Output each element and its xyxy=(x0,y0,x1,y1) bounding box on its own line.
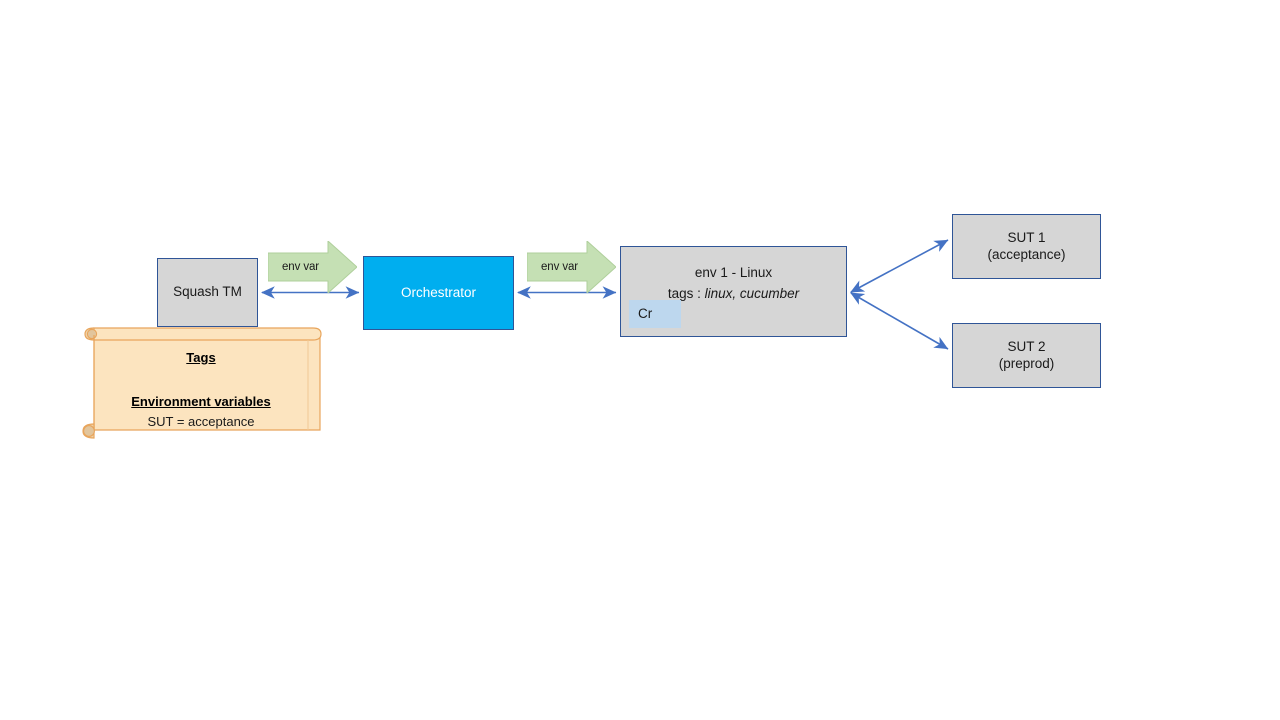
connector-environment-sut1 xyxy=(850,239,949,293)
node-squash-tm-label: Squash TM xyxy=(173,284,242,300)
note-heading-tags: Tags xyxy=(186,350,216,365)
note-scroll-shape xyxy=(82,327,322,439)
block-arrow-env-var-2: env var xyxy=(526,239,617,295)
node-environment-title: env 1 - Linux xyxy=(694,265,773,280)
block-arrow-env-var-1: env var xyxy=(267,239,358,295)
node-sut-1-subtitle: (acceptance) xyxy=(987,246,1066,262)
note-line-sut-acceptance: SUT = acceptance xyxy=(147,414,255,429)
node-sut-2-title: SUT 2 xyxy=(1007,338,1046,354)
node-environment-tags-label: tags : xyxy=(667,285,705,301)
node-orchestrator-label: Orchestrator xyxy=(400,284,477,300)
node-sut-2-subtitle: (preprod) xyxy=(998,355,1055,371)
node-orchestrator[interactable]: Orchestrator xyxy=(363,256,514,330)
node-sut-1[interactable]: SUT 1 (acceptance) xyxy=(952,214,1101,279)
note-heading-environment-variables: Environment variables xyxy=(131,394,271,409)
node-environment-tags-values: linux, cucumber xyxy=(704,285,800,301)
block-arrow-label: env var xyxy=(282,261,320,273)
node-sut-2[interactable]: SUT 2 (preprod) xyxy=(952,323,1101,388)
node-squash-tm[interactable]: Squash TM xyxy=(157,258,258,327)
block-arrow-shape xyxy=(267,239,358,295)
block-arrow-label: env var xyxy=(541,261,579,273)
environment-cr-chip[interactable]: Cr xyxy=(629,300,681,328)
node-environment-1[interactable]: env 1 - Linux tags : linux, cucumber Cr xyxy=(620,246,847,337)
note-scroll[interactable]: Tags Environment variables SUT = accepta… xyxy=(80,326,322,439)
connector-environment-sut2 xyxy=(850,292,949,350)
node-environment-tags: tags : linux, cucumber xyxy=(668,286,799,303)
node-sut-1-title: SUT 1 xyxy=(1007,229,1046,245)
note-scroll-content: Tags Environment variables SUT = accepta… xyxy=(98,326,304,439)
block-arrow-shape xyxy=(526,239,617,295)
environment-cr-chip-label: Cr xyxy=(638,305,653,321)
